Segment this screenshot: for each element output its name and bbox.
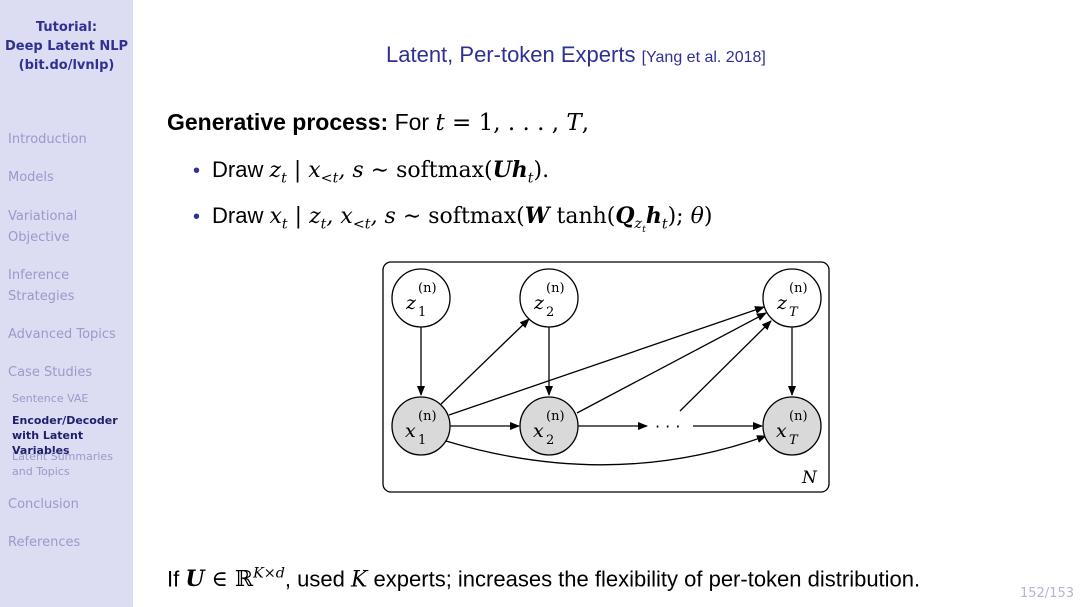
nav-inference-line-1: Inference [8,268,70,283]
nav-variational-objective[interactable]: Variational Objective [8,206,77,248]
edge-x1-z2 [440,318,530,405]
diagram-edges [417,306,796,466]
sidebar-title-line-1: Tutorial: [35,20,98,35]
bottom-note: If U ∈ ℝK×d, used K experts; increases t… [167,566,920,592]
node-z1-name: z [405,292,417,314]
nav-inference-strategies[interactable]: Inference Strategies [8,265,74,307]
node-z2-name: z [533,292,545,314]
formula-draw-z: zt | x<t, s ∼ softmax(Uht). [269,157,550,187]
sidebar: Tutorial: Deep Latent NLP (bit.do/lvnlp)… [0,0,133,607]
node-x2-sup: (n) [546,409,565,424]
nav-latent-summaries[interactable]: Latent Summaries and Topics [12,449,113,479]
generative-for: For [394,109,430,135]
node-zT: z (n) T [762,268,822,328]
slide-title: Latent, Per-token Experts [Yang et al. 2… [386,42,766,68]
nav-case-studies[interactable]: Case Studies [8,362,92,383]
node-z2: z (n) 2 [519,268,579,328]
nav-encoder-line-2: with Latent Variables [12,429,84,457]
nav-inference-line-2: Strategies [8,289,75,304]
nav-case-studies-label: Case Studies [8,365,93,380]
nav-references[interactable]: References [8,532,80,553]
nav-introduction-label: Introduction [8,132,87,147]
nav-models-label: Models [8,170,54,185]
nav-sentence-vae[interactable]: Sentence VAE [12,391,88,406]
slide-main: Latent, Per-token Experts [Yang et al. 2… [133,0,1080,607]
node-xT-name: x [776,420,787,442]
page-number: 152/153 [1019,586,1074,601]
slide-citation: [Yang et al. 2018] [641,49,766,66]
nav-variational-line-2: Objective [8,230,70,245]
node-zT-sup: (n) [789,281,808,296]
node-xT: x (n) T [762,396,822,456]
bottom-rest: experts; increases the flexibility of pe… [373,566,921,592]
edge-dots-zT [679,320,772,412]
plate-box [382,261,830,493]
node-zT-name: z [776,292,788,314]
bullet-draw-x-word: Draw [212,203,264,228]
node-x2-name: x [533,420,544,442]
node-x2-index: 2 [546,433,554,448]
nav-references-label: References [8,535,81,550]
node-xT-sup: (n) [789,409,808,424]
node-xT-index: T [789,433,799,448]
node-z1: z (n) 1 [391,268,451,328]
node-z2-index: 2 [546,305,554,320]
slide-title-text: Latent, Per-token Experts [386,42,636,67]
node-z1-sup: (n) [418,281,437,296]
node-x1: x (n) 1 [391,396,451,456]
nav-latent-line-1: Latent Summaries [12,450,113,463]
node-x1-name: x [405,420,416,442]
nav-models[interactable]: Models [8,167,54,188]
bottom-if: If [167,566,180,592]
bottom-used: , used [284,566,345,592]
bullet-dot-icon: • [193,160,201,182]
sidebar-title-line-3: (bit.do/lvnlp) [18,58,115,73]
nav-advanced-label: Advanced Topics [8,327,116,342]
generative-label: Generative process: [167,109,389,135]
generative-formula: t = 1, . . . , T, [435,110,589,136]
nav-sentence-vae-label: Sentence VAE [12,392,89,405]
bullet-dot-icon: • [193,206,201,228]
formula-draw-x: xt | zt, x<t, s ∼ softmax(W tanh(Qztht);… [269,203,713,236]
edge-x2-zT [576,312,767,414]
graphical-model-diagram: N z (n) 1 z (n) 2 z [382,261,830,493]
sidebar-title-line-2: Deep Latent NLP [4,39,129,54]
node-z2-sup: (n) [546,281,565,296]
bullet-draw-x: • Draw xt | zt, x<t, s ∼ softmax(W tanh(Q… [193,203,712,235]
sidebar-title[interactable]: Tutorial: Deep Latent NLP (bit.do/lvnlp) [0,18,133,75]
bullet-draw-z-word: Draw [212,157,264,182]
node-zT-index: T [789,305,799,320]
nav-advanced-topics[interactable]: Advanced Topics [8,324,116,345]
nav-introduction[interactable]: Introduction [8,129,87,150]
bullet-draw-z: • Draw zt | x<t, s ∼ softmax(Uht). [193,157,549,186]
nav-conclusion[interactable]: Conclusion [8,494,79,515]
node-z1-index: 1 [418,305,426,320]
edge-x1-zT [448,306,765,416]
nav-encoder-line-1: Encoder/Decoder [12,414,118,427]
nav-encoder-decoder[interactable]: Encoder/Decoder with Latent Variables [12,413,133,458]
bottom-formula: U ∈ ℝK×d [185,566,285,593]
nav-latent-line-2: and Topics [12,465,70,478]
generative-process-line: Generative process: For t = 1, . . . , T… [167,109,589,136]
edge-x1-xT [445,435,767,466]
plate-label: N [801,468,818,488]
node-x1-sup: (n) [418,409,437,424]
bottom-k: K [350,567,368,593]
nav-conclusion-label: Conclusion [8,497,79,512]
node-x2: x (n) 2 [519,396,579,456]
nav-variational-line-1: Variational [8,209,78,224]
node-x1-index: 1 [418,433,426,448]
diagram-ellipsis: · · · [655,417,680,436]
